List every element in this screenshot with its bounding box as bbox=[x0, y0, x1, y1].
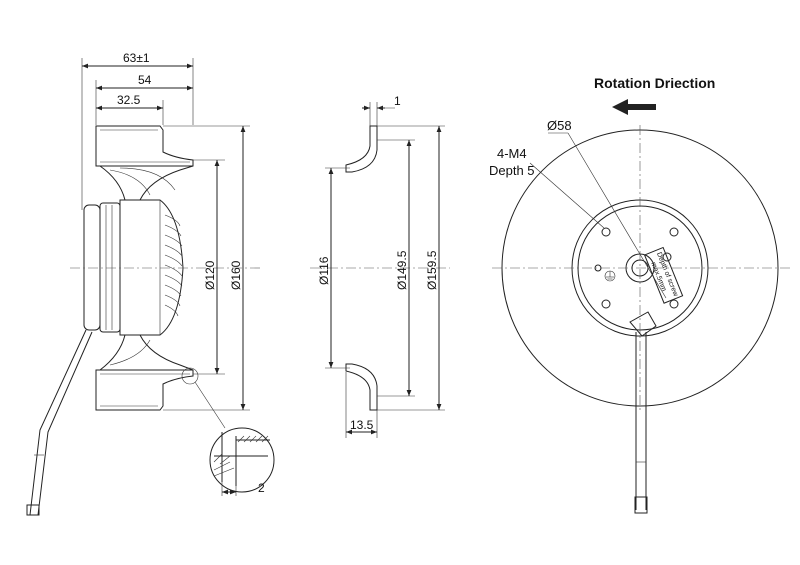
dim-ring-throat: Ø116 bbox=[317, 256, 331, 285]
rotation-direction-label: Rotation Driection bbox=[594, 75, 715, 91]
dim-outer-dia: Ø160 bbox=[229, 260, 243, 290]
dim-inner-dia: Ø120 bbox=[203, 260, 217, 290]
rotor-hub bbox=[119, 199, 184, 336]
dim-detail: 2 bbox=[258, 481, 265, 495]
motor-cable bbox=[29, 329, 87, 516]
ring-profile-bottom bbox=[345, 363, 378, 411]
dim-depth: 54 bbox=[138, 73, 152, 87]
ground-symbol-icon bbox=[604, 270, 616, 282]
screw-holes bbox=[594, 227, 679, 309]
detail-view: 2 bbox=[209, 427, 275, 496]
dim-overall-depth: 63±1 bbox=[123, 51, 150, 65]
screw-note: Depth of screw max.5mm bbox=[643, 246, 684, 304]
dim-ring-height: 13.5 bbox=[350, 418, 374, 432]
hub-dia-label: Ø58 bbox=[547, 118, 572, 133]
rotation-arrow-icon bbox=[612, 99, 656, 115]
motor-endcap bbox=[83, 204, 101, 331]
front-view: Rotation Driection Depth of s bbox=[489, 75, 790, 514]
inlet-ring-view: 1 Ø116 Ø149.5 Ø159.5 13.5 bbox=[310, 94, 450, 438]
dim-ring-thickness: 1 bbox=[394, 94, 401, 108]
dim-ring-mid: Ø149.5 bbox=[395, 250, 409, 290]
screw-spec-line2: Depth 5 bbox=[489, 163, 535, 178]
screw-spec-line1: 4-M4 bbox=[497, 146, 527, 161]
cable-gland bbox=[629, 311, 657, 337]
dim-ring-outer: Ø159.5 bbox=[425, 250, 439, 290]
impeller-lower-shroud bbox=[95, 369, 194, 411]
impeller-upper-shroud bbox=[95, 125, 194, 167]
detail-marker bbox=[181, 367, 199, 385]
dim-inlet-depth: 32.5 bbox=[117, 93, 141, 107]
ring-profile-top bbox=[345, 125, 378, 173]
motor-housing bbox=[99, 202, 121, 333]
side-view: 63±1 54 32.5 bbox=[26, 51, 275, 516]
